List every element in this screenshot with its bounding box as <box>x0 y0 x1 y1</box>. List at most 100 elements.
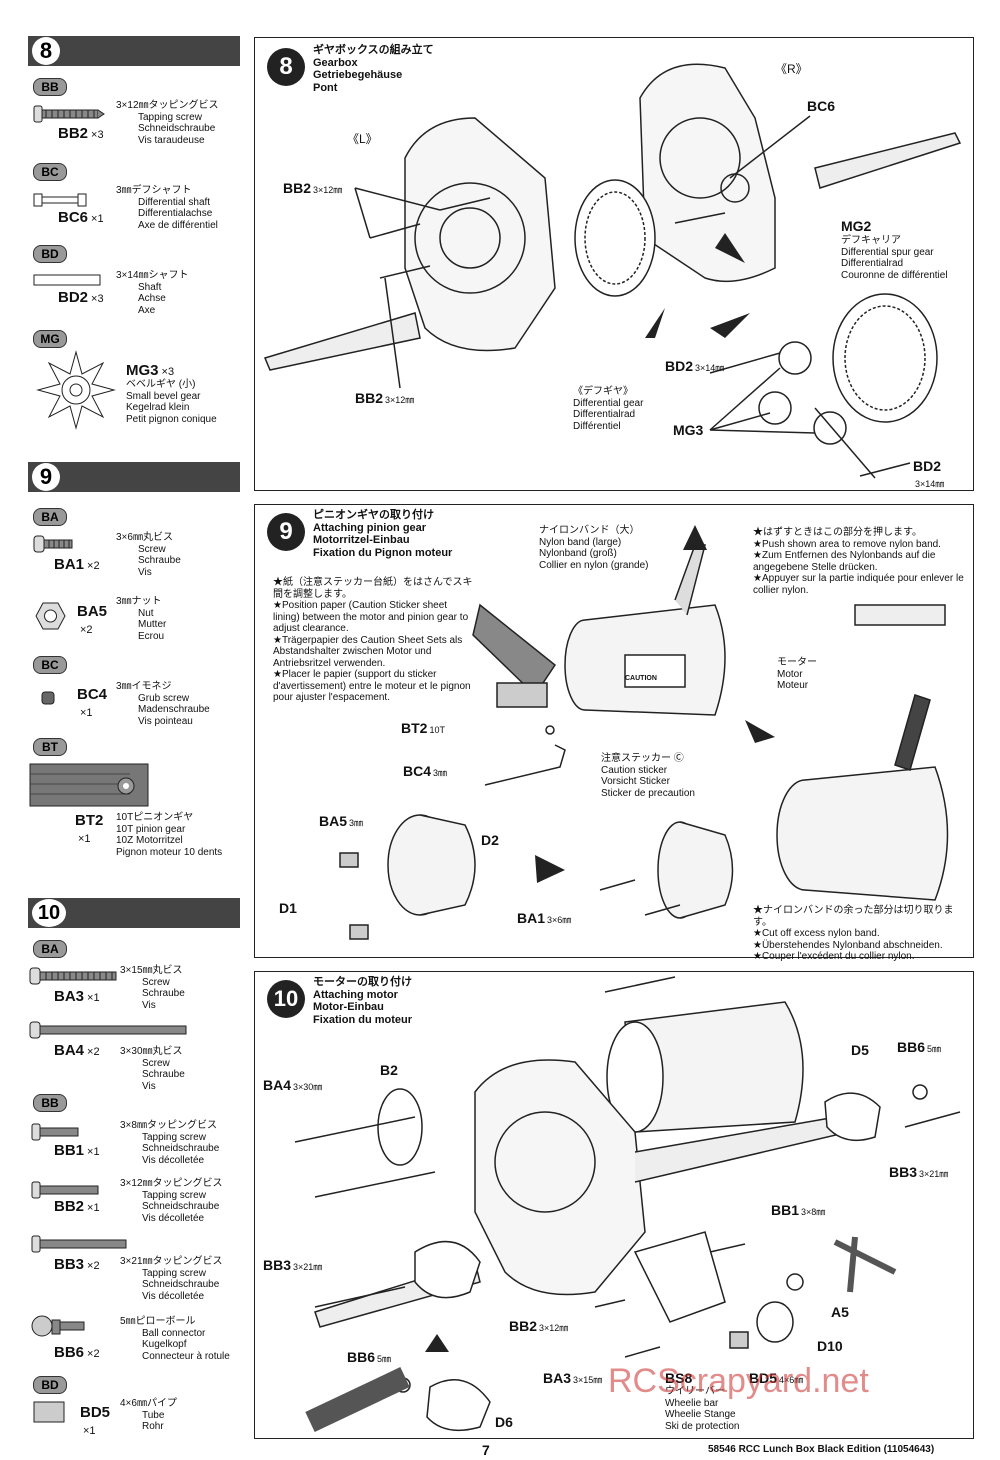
part-code: BA5×2 <box>77 603 108 636</box>
part-code: BA1×2 <box>54 556 100 573</box>
bag-label: BD <box>33 245 67 263</box>
part-code: BC4×1 <box>77 686 108 719</box>
bag-label: BA <box>33 508 67 526</box>
tapping-screw-icon <box>33 105 105 123</box>
part-code: BB1×1 <box>54 1142 100 1159</box>
left-housing-label: 《L》 <box>347 132 378 146</box>
callout-d2: D2 <box>481 832 499 848</box>
step-number: 9 <box>32 463 60 491</box>
remove-band-note: ★はずすときはこの部分を押します。★Push shown area to rem… <box>753 527 964 596</box>
part-code: BD5×1 <box>80 1404 111 1437</box>
watermark: RCScrapyard.net <box>608 1362 869 1400</box>
callout-d6: D6 <box>495 1414 513 1430</box>
callout-bs8: BS8 <box>665 1370 693 1386</box>
part-code: BA3×1 <box>54 988 100 1005</box>
part-code: BT2×1 <box>75 812 104 845</box>
cut-band-note: ★ナイロンバンドの余った部分は切り取ります。★Cut off excess ny… <box>753 905 954 962</box>
nylon-band-label: ナイロンバンド（大）Nylon band (large)Nylonband (g… <box>539 525 649 571</box>
right-housing-label: 《R》 <box>775 62 808 76</box>
tube-icon <box>33 1401 65 1423</box>
part-code: BC6×1 <box>58 209 104 226</box>
callout-d10: D10 <box>817 1338 843 1354</box>
callout-d1: D1 <box>279 900 297 916</box>
tapping-screw-icon <box>31 1235 127 1253</box>
step-number: 10 <box>32 899 66 927</box>
product-code: 58546 RCC Lunch Box Black Edition (11054… <box>708 1444 935 1455</box>
step-8-header: 8 <box>28 36 240 66</box>
bag-label: BC <box>33 656 67 674</box>
callout-d5: D5 <box>851 1042 869 1058</box>
screw-icon <box>33 535 73 553</box>
bag-label: BB <box>33 78 67 96</box>
step-10-header: 10 <box>28 898 240 928</box>
step-number: 8 <box>267 48 305 86</box>
step-number: 10 <box>267 980 305 1018</box>
tapping-screw-icon <box>31 1181 99 1199</box>
shaft-icon <box>33 274 101 286</box>
pinion-gear-runner-icon <box>29 763 149 807</box>
ball-connector-icon <box>31 1315 85 1337</box>
callout-a5: A5 <box>831 1304 849 1320</box>
screw-icon <box>29 967 117 985</box>
step-number: 8 <box>32 37 60 65</box>
pinion-installation-diagram <box>339 525 949 940</box>
bag-label: BD <box>33 1376 67 1394</box>
page-number: 7 <box>482 1442 490 1458</box>
callout-mg3: MG3 <box>673 422 704 438</box>
differential-shaft-icon <box>33 193 87 207</box>
bag-label: BT <box>33 738 67 756</box>
nut-icon <box>35 602 66 630</box>
part-code: BD2×3 <box>58 289 104 306</box>
paper-spacing-note: ★紙（注意ステッカー台紙）をはさんでスキ間を調整します。★Position pa… <box>273 577 473 703</box>
bag-label: BA <box>33 940 67 958</box>
callout-bc6: BC6 <box>807 98 836 114</box>
part-code: BB2×3 <box>58 125 104 142</box>
part-code: BB3×2 <box>54 1256 100 1273</box>
bag-label: BC <box>33 163 67 181</box>
part-code: BA4×2 <box>54 1042 100 1059</box>
motor-installation-diagram <box>294 976 961 1432</box>
long-screw-icon <box>29 1021 187 1039</box>
part-code: BB2×1 <box>54 1198 100 1215</box>
